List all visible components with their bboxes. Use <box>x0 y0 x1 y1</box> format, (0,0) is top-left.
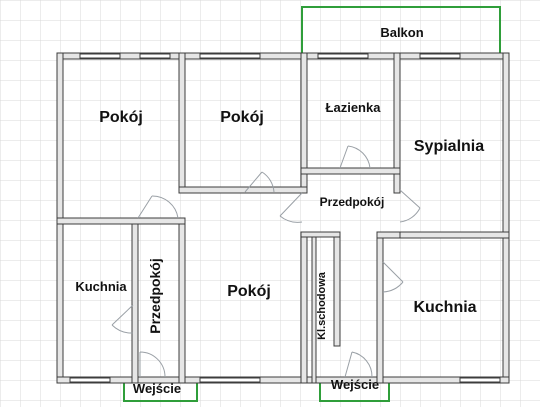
label-kitchen-right: Kuchnia <box>413 299 476 316</box>
label-bedroom: Sypialnia <box>414 138 484 155</box>
wall-right-kitchen-left <box>376 233 384 384</box>
door-bedroom <box>399 189 421 223</box>
door-entrance-left <box>139 351 166 378</box>
door-bathroom <box>339 145 371 169</box>
wall-h-bedroom <box>393 231 510 239</box>
walls <box>56 52 510 384</box>
door-room-middle <box>244 171 275 193</box>
label-bathroom: Łazienka <box>326 100 382 115</box>
label-staircase: Kl.schodowa <box>316 271 328 340</box>
label-entrance-left: Wejście <box>133 381 181 396</box>
label-entrance-right: Wejście <box>331 377 379 392</box>
label-hall-center: Przedpokój <box>320 195 385 209</box>
label-room-top-left: Pokój <box>99 109 143 126</box>
wall-stair-left-a <box>300 233 308 384</box>
doors <box>111 145 421 378</box>
window-top-3 <box>199 53 261 59</box>
label-balcony: Balkon <box>380 25 423 40</box>
windows <box>69 53 501 383</box>
label-kitchen-left: Kuchnia <box>75 279 127 294</box>
wall-stair-mid <box>333 233 341 347</box>
wall-v1-lower <box>178 217 186 384</box>
wall-h-bath <box>300 167 401 175</box>
wall-h-stair-top <box>300 231 341 238</box>
window-top-1 <box>79 53 121 59</box>
wall-outer-right <box>502 52 510 384</box>
window-top-5 <box>419 53 461 59</box>
balcony-outline <box>301 6 501 53</box>
window-bottom-1 <box>69 377 111 383</box>
label-room-bottom-middle: Pokój <box>227 283 271 300</box>
wall-kitchen-left-right <box>131 221 139 384</box>
door-hall-left <box>279 192 303 223</box>
entrance-right-outline <box>319 379 390 402</box>
door-entrance-right <box>344 351 373 378</box>
label-hall-left: Przedpokój <box>147 258 163 333</box>
exterior-highlights <box>123 6 501 402</box>
window-bottom-2 <box>199 377 261 383</box>
wall-v1-upper <box>178 52 186 194</box>
window-top-4 <box>317 53 369 59</box>
door-left-hall <box>137 195 179 219</box>
label-room-top-middle: Pokój <box>220 109 264 126</box>
door-kitchen-left <box>111 304 134 334</box>
window-bottom-3 <box>459 377 501 383</box>
door-kitchen-right <box>382 261 404 293</box>
wall-h-left-room <box>56 217 186 225</box>
window-top-2 <box>139 53 171 59</box>
wall-outer-bottom <box>56 376 510 384</box>
wall-h-middle-room <box>178 186 308 194</box>
wall-v3 <box>393 52 401 194</box>
entrance-left-outline <box>123 379 198 402</box>
wall-h-kitchen-right-top <box>376 231 401 239</box>
